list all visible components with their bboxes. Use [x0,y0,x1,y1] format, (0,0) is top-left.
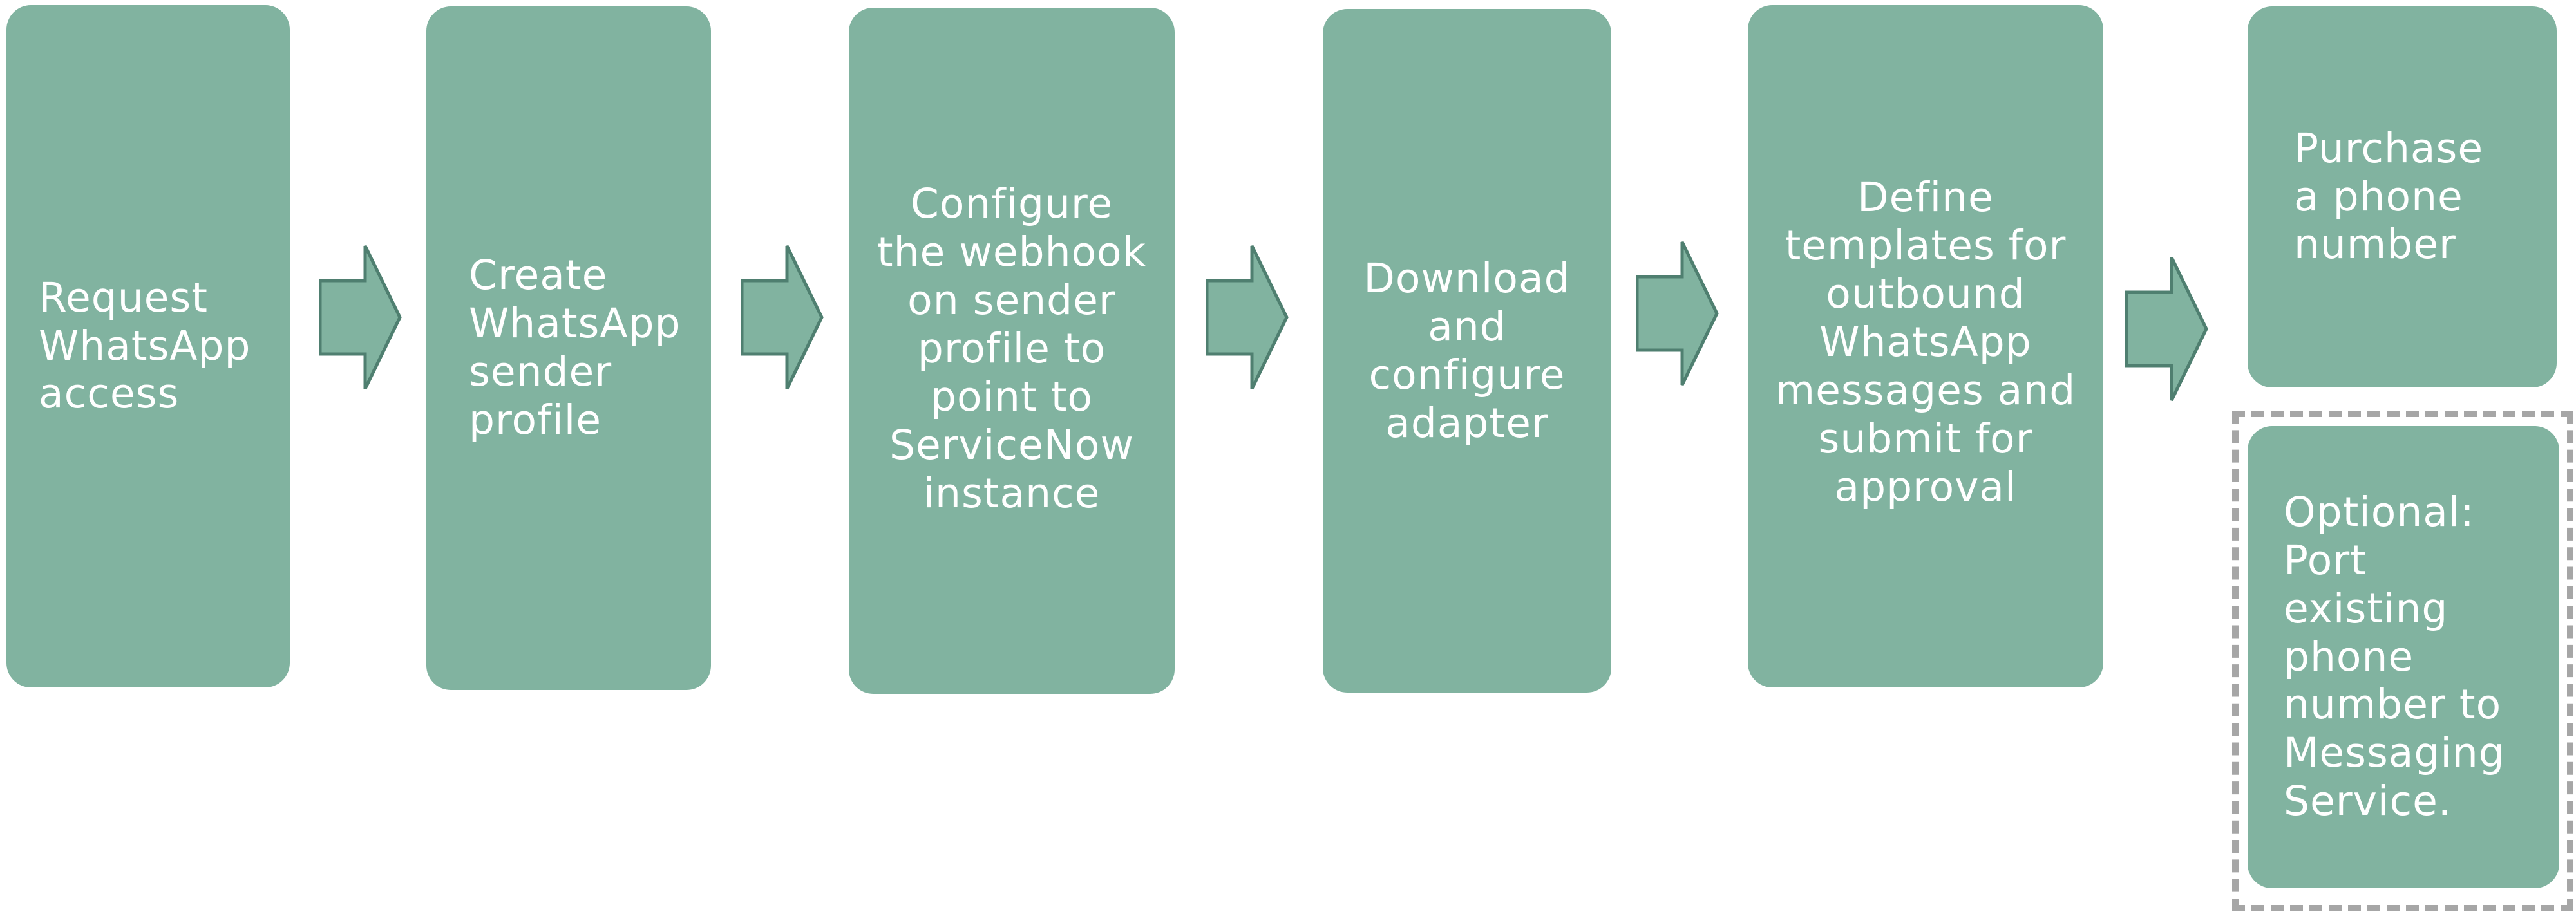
step-download-configure-adapter: Download and configure adapter [1323,9,1611,693]
flow-arrow-icon [1636,239,1719,387]
step-optional-port-number: Optional: Port existing phone number to … [2248,426,2559,888]
step-label: Create WhatsApp sender profile [469,252,681,443]
step-request-whatsapp-access: Request WhatsApp access [6,5,290,687]
flow-arrow-icon [319,243,402,391]
step-label: Download and configure adapter [1363,255,1571,447]
step-create-sender-profile: Create WhatsApp sender profile [426,6,711,690]
step-define-templates: Define templates for outbound WhatsApp m… [1748,5,2103,687]
step-label: Define templates for outbound WhatsApp m… [1775,174,2076,510]
step-configure-webhook: Configure the webhook on sender profile … [849,8,1175,694]
step-label: Configure the webhook on sender profile … [876,180,1147,517]
optional-step-dashed-outline [2232,411,2573,911]
step-label: Optional: Port existing phone number to … [2284,488,2505,825]
flow-arrow-icon [1206,243,1289,391]
flow-arrow-icon [2125,255,2209,403]
flow-arrow-icon [741,243,824,391]
step-label: Request WhatsApp access [39,274,251,418]
step-label: Purchase a phone number [2294,124,2484,268]
step-purchase-phone-number: Purchase a phone number [2248,6,2557,387]
